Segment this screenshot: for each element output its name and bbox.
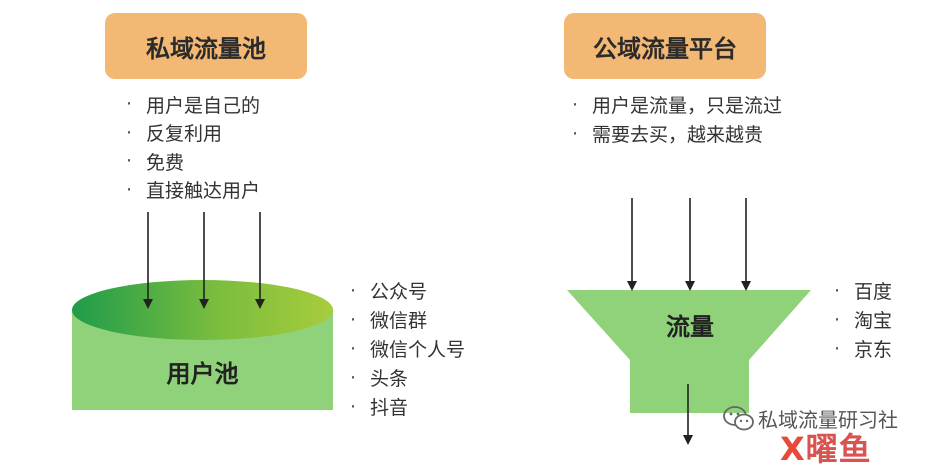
watermark-logo: X曜鱼 <box>780 430 872 468</box>
list-item: ·需要去买，越来越贵 <box>572 122 764 147</box>
funnel-neck <box>630 360 749 413</box>
list-item: ·反复利用 <box>126 121 223 146</box>
private-traffic-pool-title: 私域流量池 <box>105 13 307 79</box>
list-item: ·直接触达用户 <box>126 178 261 203</box>
list-item: ·淘宝 <box>834 308 893 333</box>
watermark: 私域流量研习社 X曜鱼 <box>720 398 950 468</box>
list-item: ·微信群 <box>350 308 428 333</box>
list-item: ·公众号 <box>350 279 428 304</box>
list-item: ·免费 <box>126 150 185 174</box>
public-channel-list: ·百度 ·淘宝 ·京东 <box>834 276 892 363</box>
private-bullet-list: ·用户是自己的 ·反复利用 ·免费 ·直接触达用户 <box>126 90 260 204</box>
funnel-top <box>567 290 811 360</box>
watermark-text: 私域流量研习社 <box>758 408 898 432</box>
public-bullet-list: ·用户是流量，只是流过 ·需要去买，越来越贵 <box>572 90 782 148</box>
list-item: ·用户是流量，只是流过 <box>572 93 783 118</box>
user-pool-label: 用户池 <box>167 360 239 388</box>
cylinder-top <box>72 280 333 340</box>
private-channel-list: ·公众号 ·微信群 ·微信个人号 ·头条 ·抖音 <box>350 276 465 421</box>
traffic-funnel: 流量 <box>567 290 811 413</box>
list-item: ·抖音 <box>350 395 409 420</box>
wechat-icon <box>723 406 754 431</box>
list-item: ·百度 <box>834 279 893 304</box>
traffic-label: 流量 <box>666 313 714 341</box>
public-traffic-platform-title: 公域流量平台 <box>564 13 766 79</box>
list-item: ·头条 <box>350 366 409 391</box>
user-pool-cylinder: 用户池 <box>72 280 333 410</box>
list-item: ·微信个人号 <box>350 337 466 362</box>
list-item: ·用户是自己的 <box>126 93 261 117</box>
list-item: ·京东 <box>834 337 893 362</box>
flow-diagram: 用户池 流量 <box>72 198 811 445</box>
